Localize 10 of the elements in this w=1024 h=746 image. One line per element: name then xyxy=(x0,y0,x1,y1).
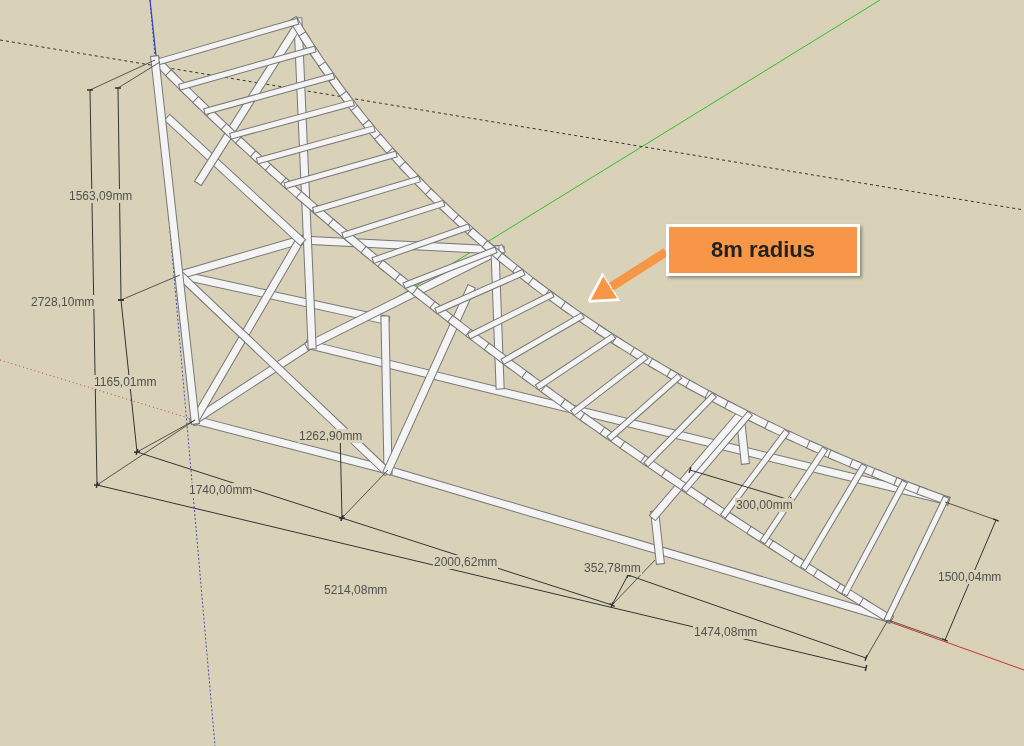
dimension-label: 2728,10mm xyxy=(30,295,96,309)
dimension-label: 2000,62mm xyxy=(433,555,499,569)
dimension-label: 352,78mm xyxy=(583,561,642,575)
dimension-label: 1262,90mm xyxy=(298,429,364,443)
dimension-label: 1563,09mm xyxy=(68,189,134,203)
dimension-label: 1500,04mm xyxy=(937,570,1003,584)
dimension-label: 300,00mm xyxy=(735,498,794,512)
dimension-label: 1165,01mm xyxy=(93,375,158,389)
dimension-label: 5214,08mm xyxy=(323,583,389,597)
dimension-label: 1740,00mm xyxy=(188,483,254,497)
